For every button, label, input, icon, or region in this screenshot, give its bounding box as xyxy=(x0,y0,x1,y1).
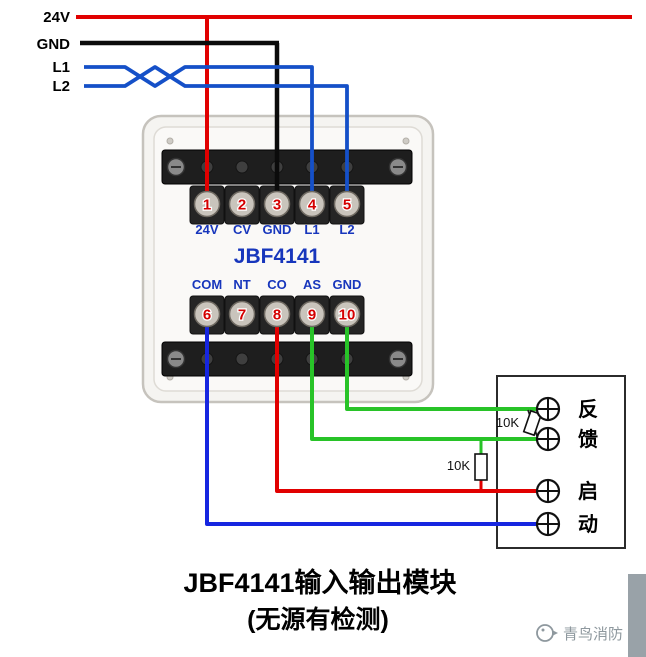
terminal-screw-8 xyxy=(263,300,291,328)
eol-resistor xyxy=(474,453,488,481)
strip-screw xyxy=(235,352,249,366)
wires xyxy=(76,15,632,526)
device-box xyxy=(496,375,626,549)
feedback-resistor-label: 10K xyxy=(496,415,519,430)
strip-screw xyxy=(235,160,249,174)
terminal-screw-7 xyxy=(228,300,256,328)
diagram-title: JBF4141输入输出模块 (无源有检测) xyxy=(183,567,457,634)
wire-as-feedback xyxy=(310,314,540,441)
wire-gnd-feedback xyxy=(345,314,540,411)
module-terminals: 1 2 3 4 5 6 7 8 9 10 xyxy=(193,190,361,328)
device-terminals: 反 馈 启 动 xyxy=(535,396,598,537)
terminal-screw-1 xyxy=(193,190,221,218)
terminal-label-as: AS xyxy=(303,277,321,292)
device-terminal-feedback-2 xyxy=(535,426,561,452)
terminal-label-co: CO xyxy=(267,277,287,292)
feedback-resistor xyxy=(522,409,543,437)
terminal-number: 7 xyxy=(238,307,246,324)
qingniao-logo-icon xyxy=(536,624,558,642)
watermark-brand: 青鸟消防 xyxy=(563,626,623,643)
title-line-2: (无源有检测) xyxy=(247,605,389,634)
module-corner-screw xyxy=(402,137,410,145)
terminal-number: 1 xyxy=(203,197,211,214)
terminal-number: 2 xyxy=(238,197,246,214)
terminal-screw-10 xyxy=(333,300,361,328)
wire-co-start xyxy=(275,314,540,493)
eol-resistor-label: 10K xyxy=(447,458,470,473)
watermark-bar xyxy=(628,574,646,657)
bus-label-l2: L2 xyxy=(52,78,70,95)
terminal-label-nt: NT xyxy=(233,277,250,292)
bus-label-l1: L1 xyxy=(52,59,70,76)
bus-labels: 24V GND L1 L2 xyxy=(37,9,71,95)
terminal-screw-5 xyxy=(333,190,361,218)
bottom-terminal-strip xyxy=(161,341,413,377)
terminal-number: 9 xyxy=(308,307,316,324)
module-corner-screw xyxy=(166,137,174,145)
device-terminal-start-1 xyxy=(535,478,561,504)
terminal-number: 4 xyxy=(308,197,317,214)
terminal-label-gnd2: GND xyxy=(333,277,362,292)
terminal-label-24v: 24V xyxy=(195,222,218,237)
bus-label-24v: 24V xyxy=(43,9,70,26)
terminal-number: 10 xyxy=(339,307,356,324)
module-name: JBF4141 xyxy=(234,245,321,268)
terminal-screw-9 xyxy=(298,300,326,328)
watermark: 青鸟消防 xyxy=(536,574,646,657)
wire-com-start xyxy=(205,314,540,526)
module-body xyxy=(141,114,435,404)
resistors: 10K 10K xyxy=(447,409,543,481)
terminal-number: 3 xyxy=(273,197,281,214)
terminal-screw-3 xyxy=(263,190,291,218)
terminal-screw-4 xyxy=(298,190,326,218)
wire-l2-bus xyxy=(84,65,349,204)
device-label-feedback-2: 馈 xyxy=(578,427,598,451)
terminal-label-l2: L2 xyxy=(339,222,354,237)
device-label-feedback-1: 反 xyxy=(578,398,598,421)
device-terminal-feedback-1 xyxy=(535,396,561,422)
terminal-number: 8 xyxy=(273,307,281,324)
terminal-label-gnd: GND xyxy=(263,222,292,237)
terminal-label-com: COM xyxy=(192,277,222,292)
terminal-label-cv: CV xyxy=(233,222,251,237)
terminal-screw-6 xyxy=(193,300,221,328)
wire-gnd-bus xyxy=(80,40,280,204)
terminal-number: 6 xyxy=(203,307,211,324)
terminal-label-l1: L1 xyxy=(304,222,319,237)
title-line-1: JBF4141输入输出模块 xyxy=(183,567,457,598)
device-terminal-start-2 xyxy=(535,511,561,537)
device-label-start-2: 动 xyxy=(578,513,598,536)
terminal-number: 5 xyxy=(343,197,351,214)
wire-24v-bus xyxy=(76,15,632,204)
bus-label-gnd: GND xyxy=(37,36,71,53)
terminal-screw-2 xyxy=(228,190,256,218)
device-label-start-1: 启 xyxy=(578,479,598,503)
module-labels: 24V CV GND L1 L2 JBF4141 COM NT CO AS GN… xyxy=(192,222,362,292)
top-terminal-strip xyxy=(161,149,413,185)
